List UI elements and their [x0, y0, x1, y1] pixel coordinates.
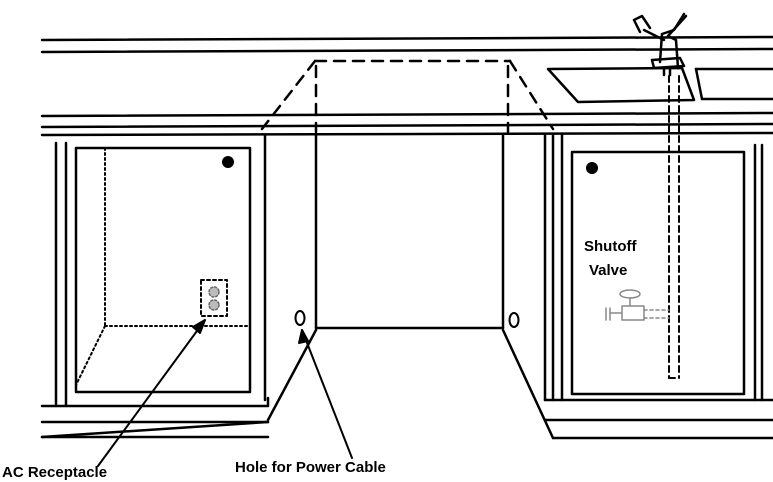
power-cable-hole-left: [294, 310, 306, 326]
sink: [546, 66, 773, 104]
ac-receptacle: [200, 279, 228, 317]
shutoff-valve: [605, 289, 670, 321]
faucet: [632, 12, 688, 77]
ac-receptacle-label: AC Receptacle: [2, 464, 108, 481]
power-cable-hole-right: [508, 312, 520, 328]
right-cabinet: [543, 133, 773, 440]
countertop: [40, 35, 773, 137]
opening-dashed-top: [260, 59, 555, 134]
cabinet-knob-right: [586, 162, 598, 174]
dishwasher-opening: [263, 133, 555, 440]
left-cabinet: [40, 141, 270, 439]
shutoff-label: Shutoff: [584, 238, 637, 255]
arrow-ac-receptacle: [97, 319, 206, 467]
water-supply-pipe: [668, 75, 680, 379]
power-cable-hole-label: Hole for Power Cable: [235, 459, 386, 476]
cabinet-knob-left: [222, 156, 234, 168]
arrow-hole-power-cable: [298, 329, 353, 459]
left-cabinet-interior: [75, 147, 251, 386]
valve-label: Valve: [589, 262, 628, 279]
